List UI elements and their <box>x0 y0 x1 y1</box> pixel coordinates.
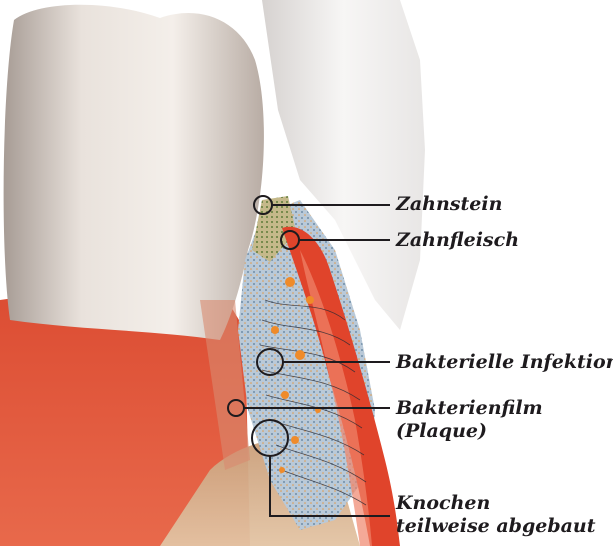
label-knochen: Knochen <box>396 492 490 514</box>
label-teilweise-abgebaut: teilweise abgebaut <box>396 515 596 537</box>
label-zahnfleisch: Zahnfleisch <box>396 229 519 251</box>
front-tooth-crown <box>4 5 264 340</box>
label-plaque: (Plaque) <box>396 420 487 442</box>
label-bakterielle-infektion: Bakterielle Infektion <box>396 351 613 373</box>
label-zahnstein: Zahnstein <box>396 193 502 215</box>
label-bakterienfilm: Bakterienfilm <box>396 397 543 419</box>
